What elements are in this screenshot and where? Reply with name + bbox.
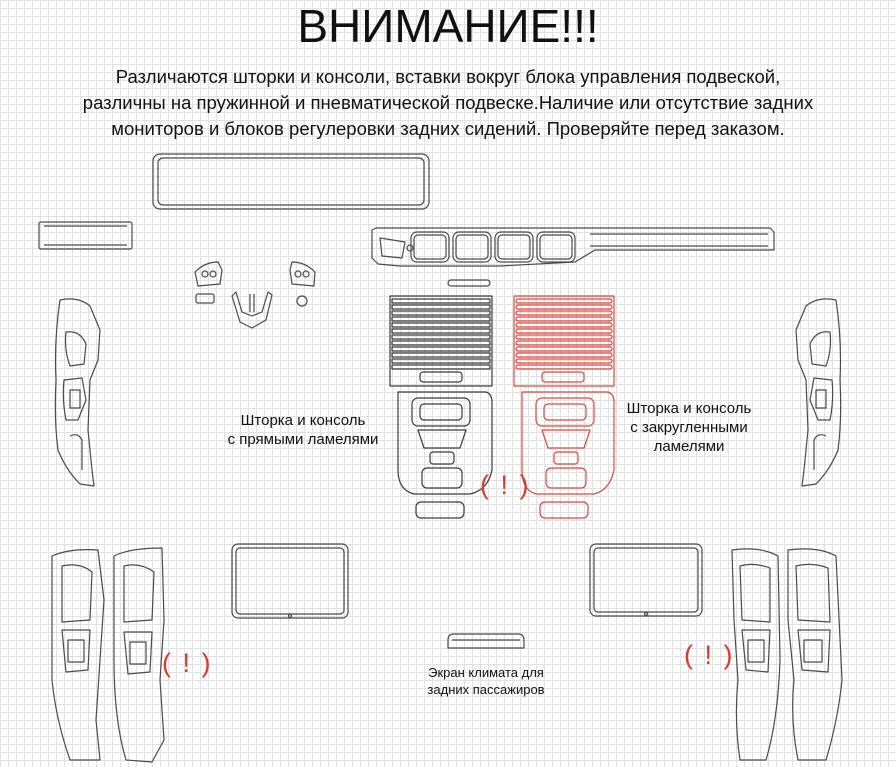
caption-rounded-line-3: ламелями bbox=[653, 438, 725, 455]
straight-slat-console bbox=[389, 295, 493, 519]
shutter-slat bbox=[391, 364, 491, 370]
caption-rear-climate: Экран климата для задних пассажиров bbox=[404, 664, 568, 698]
right-front-door-panel bbox=[795, 298, 842, 487]
caption-straight-slats: Шторка и консоль с прямыми ламелями bbox=[218, 411, 388, 449]
shutter-slat bbox=[391, 340, 491, 346]
rear-climate-screen bbox=[447, 633, 525, 649]
shutter-slat bbox=[391, 298, 491, 304]
left-dash-strip bbox=[38, 221, 133, 250]
warning-mark-center: ( ! ) bbox=[480, 470, 531, 500]
warning-line-1: Различаются шторки и консоли, вставки во… bbox=[115, 66, 781, 87]
right-rear-monitor bbox=[589, 543, 703, 617]
shutter-slat bbox=[515, 304, 613, 310]
warning-line-2: различны на пружинной и пневматической п… bbox=[82, 92, 814, 113]
right-rear-door-panels bbox=[731, 548, 843, 761]
shutter-slat bbox=[515, 340, 613, 346]
shutter-slat bbox=[515, 310, 613, 316]
shutter-slat bbox=[391, 304, 491, 310]
shutter-slat bbox=[391, 310, 491, 316]
caption-rear-climate-line-2: задних пассажиров bbox=[427, 682, 545, 697]
caption-rounded-line-2: с закругленными bbox=[630, 419, 748, 436]
rounded-slat-console bbox=[513, 295, 615, 519]
shutter-slat bbox=[515, 364, 613, 370]
caption-rounded-line-1: Шторка и консоль bbox=[626, 400, 752, 417]
left-front-door-panel bbox=[54, 298, 101, 487]
shutter-slat bbox=[391, 328, 491, 334]
shutter-slat bbox=[515, 328, 613, 334]
shutter-slat bbox=[515, 352, 613, 358]
shutter-slat bbox=[515, 358, 613, 364]
shutter-slat bbox=[515, 298, 613, 304]
shutter-slat bbox=[515, 322, 613, 328]
warning-mark-right-doors: ( ! ) bbox=[684, 640, 735, 670]
left-rear-monitor bbox=[231, 543, 349, 619]
shutter-slat bbox=[391, 358, 491, 364]
shutter-slat bbox=[515, 346, 613, 352]
caption-rounded-slats: Шторка и консоль с закругленными ламелям… bbox=[604, 399, 774, 456]
steering-buttons bbox=[194, 261, 316, 329]
shutter-slat bbox=[391, 334, 491, 340]
warning-mark-left-doors: ( ! ) bbox=[162, 648, 213, 678]
shutter-slat bbox=[391, 322, 491, 328]
center-thin-strip bbox=[447, 279, 491, 287]
dashboard-strip bbox=[371, 227, 775, 267]
caption-straight-line-2: с прямыми ламелями bbox=[227, 431, 379, 448]
warning-text: Различаются шторки и консоли, вставки во… bbox=[0, 64, 896, 142]
caption-rear-climate-line-1: Экран климата для bbox=[428, 665, 544, 680]
shutter-slat bbox=[391, 346, 491, 352]
warning-line-3: мониторов и блоков регулеровки задних си… bbox=[111, 118, 785, 139]
top-display-panel bbox=[152, 153, 430, 210]
shutter-slat bbox=[515, 316, 613, 322]
left-rear-door-panels bbox=[51, 547, 165, 763]
shutter-slat bbox=[391, 316, 491, 322]
warning-title: ВНИМАНИЕ!!! bbox=[297, 0, 599, 52]
shutter-slat bbox=[391, 352, 491, 358]
shutter-slat bbox=[515, 334, 613, 340]
caption-straight-line-1: Шторка и консоль bbox=[240, 412, 366, 429]
